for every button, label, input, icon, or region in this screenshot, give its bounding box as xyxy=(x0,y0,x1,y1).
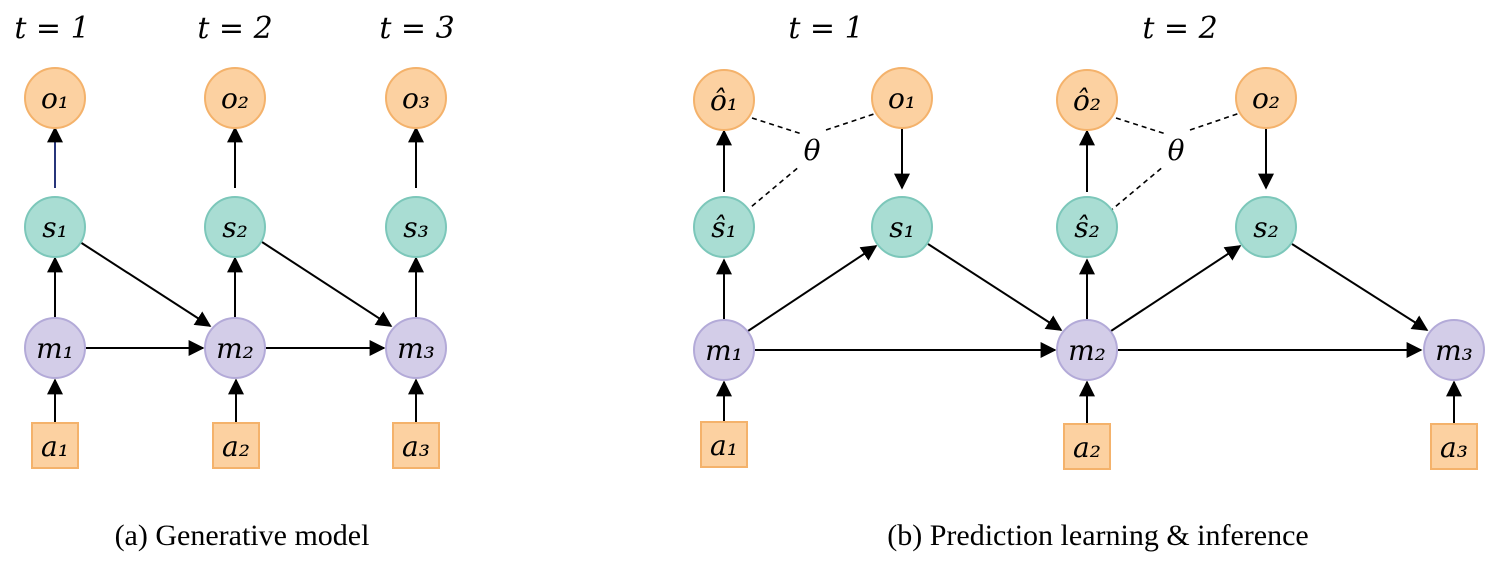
svg-text:a₂: a₂ xyxy=(222,430,250,463)
time-label-t1: t = 1 xyxy=(14,11,89,46)
svg-text:a₁: a₁ xyxy=(41,430,69,463)
node-b-a1: a₁ xyxy=(700,421,748,468)
node-a-s2: s₂ xyxy=(204,196,266,258)
node-a-a2: a₂ xyxy=(212,422,260,469)
edge-s1-m2 xyxy=(927,243,1063,331)
edge-m2-s2 xyxy=(1110,245,1242,332)
svg-text:s₃: s₃ xyxy=(403,211,429,244)
svg-text:s₁: s₁ xyxy=(42,211,68,244)
node-b-s1: s₁ xyxy=(871,196,933,258)
node-b-o2: o₂ xyxy=(1235,67,1297,129)
svg-text:o₃: o₃ xyxy=(402,82,430,115)
svg-text:ô₂: ô₂ xyxy=(1073,84,1101,117)
node-b-sh1: ŝ₁ xyxy=(693,196,755,258)
edges-a xyxy=(47,126,424,423)
svg-text:m₃: m₃ xyxy=(1435,334,1473,367)
time-label-b-t2: t = 2 xyxy=(1142,11,1217,46)
node-a-a3: a₃ xyxy=(392,422,440,469)
svg-text:m₃: m₃ xyxy=(397,332,435,365)
edge-s2-m3 xyxy=(1291,243,1429,331)
svg-text:ô₁: ô₁ xyxy=(710,84,738,117)
theta-links xyxy=(744,112,1241,213)
panel-b: t = 1 t = 2 θ θ xyxy=(693,11,1485,552)
caption-b: (b) Prediction learning & inference xyxy=(887,519,1309,552)
time-label-b-t1: t = 1 xyxy=(788,11,863,46)
panel-a: t = 1 t = 2 t = 3 o₁ o₂ xyxy=(14,11,454,552)
node-b-oh1: ô₁ xyxy=(693,69,755,131)
node-a-m1: m₁ xyxy=(24,317,86,379)
svg-text:a₂: a₂ xyxy=(1073,431,1101,464)
svg-text:a₃: a₃ xyxy=(1440,431,1468,464)
svg-text:ŝ₁: ŝ₁ xyxy=(711,211,737,244)
edge-s2-m3 xyxy=(261,241,393,327)
svg-text:m₁: m₁ xyxy=(36,332,74,365)
caption-a: (a) Generative model xyxy=(115,519,370,552)
time-label-t2: t = 2 xyxy=(197,11,272,46)
theta-label-2: θ xyxy=(1168,134,1185,167)
theta-label-1: θ xyxy=(804,134,821,167)
svg-text:ŝ₂: ŝ₂ xyxy=(1074,211,1100,244)
svg-text:m₂: m₂ xyxy=(1068,334,1106,367)
node-a-m3: m₃ xyxy=(385,317,447,379)
node-b-s2: s₂ xyxy=(1235,196,1297,258)
node-a-s1: s₁ xyxy=(24,196,86,258)
node-b-sh2: ŝ₂ xyxy=(1056,196,1118,258)
edge-m1-s1 xyxy=(747,245,878,332)
time-label-t3: t = 3 xyxy=(379,11,454,46)
node-a-s3: s₃ xyxy=(385,196,447,258)
svg-text:m₂: m₂ xyxy=(216,332,254,365)
node-b-m2: m₂ xyxy=(1056,319,1118,381)
svg-text:o₁: o₁ xyxy=(41,82,69,115)
svg-text:m₁: m₁ xyxy=(705,334,743,367)
node-a-o2: o₂ xyxy=(204,67,266,129)
node-a-o3: o₃ xyxy=(385,67,447,129)
node-b-o1: o₁ xyxy=(871,67,933,129)
node-b-m1: m₁ xyxy=(693,319,755,381)
edge-s1-m2 xyxy=(79,241,212,327)
svg-text:o₂: o₂ xyxy=(1252,82,1280,115)
svg-text:o₁: o₁ xyxy=(888,82,916,115)
node-a-a1: a₁ xyxy=(31,422,79,469)
node-a-m2: m₂ xyxy=(204,317,266,379)
svg-text:a₁: a₁ xyxy=(710,429,738,462)
edges-b xyxy=(716,128,1462,424)
node-b-m3: m₃ xyxy=(1423,319,1485,381)
node-b-oh2: ô₂ xyxy=(1056,69,1118,131)
node-b-a3: a₃ xyxy=(1430,423,1478,470)
svg-text:s₂: s₂ xyxy=(1253,211,1279,244)
svg-text:s₁: s₁ xyxy=(889,211,915,244)
svg-text:s₂: s₂ xyxy=(222,211,248,244)
node-a-o1: o₁ xyxy=(24,67,86,129)
svg-text:a₃: a₃ xyxy=(402,430,430,463)
node-b-a2: a₂ xyxy=(1063,423,1111,470)
svg-text:o₂: o₂ xyxy=(221,82,249,115)
